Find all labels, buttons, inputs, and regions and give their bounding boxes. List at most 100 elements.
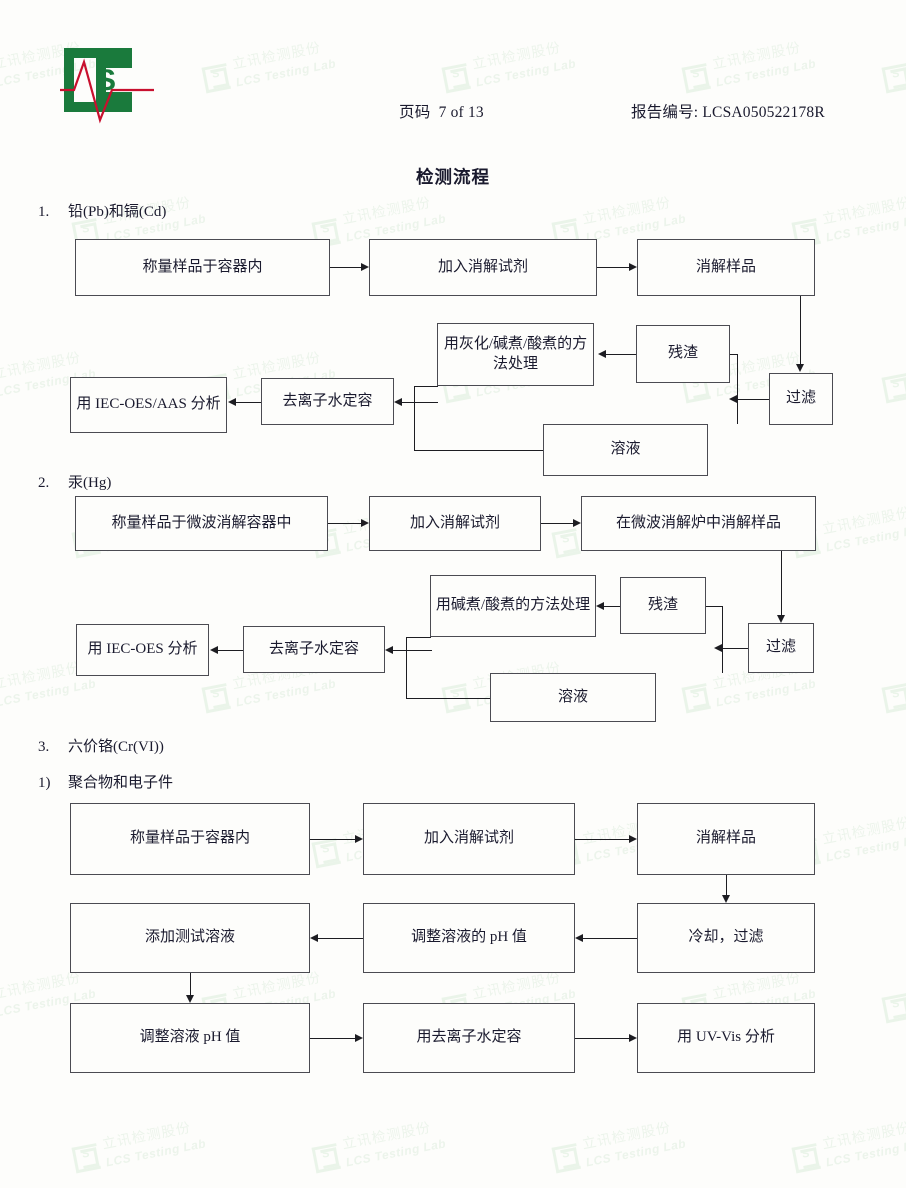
watermark-logo-icon: S [441,63,472,94]
connector-s1-1 [330,267,361,268]
watermark-logo-icon: S [71,1143,102,1174]
watermark-logo-icon: S [441,683,472,714]
arrow-s1-7 [394,398,402,406]
flow-box-s3-adjust-ph: 调整溶液 pH 值 [70,1003,310,1073]
arrow-s2-5 [714,644,722,652]
flow-box-s1-digest-sample: 消解样品 [637,239,815,296]
flow-box-s2-analyze-iec-oes: 用 IEC-OES 分析 [76,624,209,676]
connector-s1-7e [414,402,415,404]
section-1-number: 1. [38,204,50,220]
flow-box-s2-solution: 溶液 [490,673,656,722]
arrow-s2-6 [385,646,393,654]
connector-s2-1 [328,523,361,524]
connector-s1-2 [597,267,629,268]
arrow-s2-1 [361,519,369,527]
connector-s3-2 [575,839,629,840]
flow-box-s2-microwave-digest: 在微波消解炉中消解样品 [581,496,816,551]
flow-box-s3-digest-sample: 消解样品 [637,803,815,875]
connector-s1-7c [414,450,544,451]
arrow-s2-4 [596,602,604,610]
report-number-text: 报告编号: LCSA050522178R [631,100,825,122]
arrow-s2-7 [210,646,218,654]
section-2-label: 汞(Hg) [68,475,112,491]
watermark-logo-icon: S [881,683,906,714]
flow-box-s1-ashing-alkali-acid: 用灰化/碱煮/酸煮的方法处理 [437,323,594,386]
arrow-s3-6 [186,995,194,1003]
watermark-logo-icon: S [681,683,712,714]
watermark-logo-icon: S [551,528,582,559]
arrow-s1-5 [729,395,737,403]
section-3-sub-number: 1) [38,775,51,791]
connector-s3-8 [575,1038,629,1039]
flow-box-s1-filter: 过滤 [769,373,833,425]
section-3-sub-label: 聚合物和电子件 [68,775,174,791]
flow-box-s3-cool-filter: 冷却，过滤 [637,903,815,973]
connector-s1-5a [737,399,769,400]
connector-s1-3 [800,296,801,364]
arrow-s3-8 [629,1034,637,1042]
watermark-logo-icon: S [791,1143,822,1174]
flow-box-s1-deionized-water: 去离子水定容 [261,378,394,425]
flow-box-s2-alkali-acid-boil: 用碱煮/酸煮的方法处理 [430,575,596,637]
flow-box-s3-adjust-ph-solution: 调整溶液的 pH 值 [363,903,575,973]
flow-box-s3-dilute-deionized: 用去离子水定容 [363,1003,575,1073]
watermark-logo-icon: S [881,993,906,1024]
arrow-s1-1 [361,263,369,271]
connector-s1-5b [737,354,738,400]
flow-box-s3-weigh-sample: 称量样品于容器内 [70,803,310,875]
connector-s2-7 [218,650,243,651]
connector-s2-6a [406,637,431,638]
report-value: LCSA050522178R [702,104,825,121]
section-1-label: 铅(Pb)和镉(Cd) [68,204,167,220]
section-3-heading: 3.六价铬(Cr(VI)) [38,735,164,756]
arrow-s3-5 [310,934,318,942]
arrow-s1-2 [629,263,637,271]
page-value: 7 of 13 [438,104,484,121]
flow-box-s1-add-digestion-reagent: 加入消解试剂 [369,239,597,296]
connector-s2-2 [541,523,573,524]
connector-s2-6b [406,637,407,699]
arrow-s2-2 [573,519,581,527]
section-3-number: 3. [38,739,50,755]
section-2-number: 2. [38,475,50,491]
watermark-logo-icon: S [201,63,232,94]
flow-box-s3-add-digestion-reagent: 加入消解试剂 [363,803,575,875]
section-1-heading: 1. 铅(Pb)和镉(Cd) [38,200,166,221]
arrow-s1-3 [796,364,804,372]
connector-s1-7b [414,386,415,451]
connector-s1-7a [414,386,438,387]
arrow-s3-1 [355,835,363,843]
arrow-s1-4 [598,350,606,358]
watermark-logo-icon: S [311,838,342,869]
flow-box-s2-add-digestion-reagent: 加入消解试剂 [369,496,541,551]
connector-s3-1 [310,839,355,840]
connector-s2-6d [392,650,432,651]
watermark-logo-icon: S [881,63,906,94]
connector-s3-3 [726,875,727,895]
flow-box-s3-add-test-solution: 添加测试溶液 [70,903,310,973]
connector-s2-4 [604,606,621,607]
lcs-logo: S [60,48,154,124]
connector-s2-3 [781,551,782,615]
connector-s2-5c [706,606,723,607]
page-label: 页码 [399,104,431,121]
arrow-s2-3 [777,615,785,623]
connector-s2-5a [722,648,748,649]
